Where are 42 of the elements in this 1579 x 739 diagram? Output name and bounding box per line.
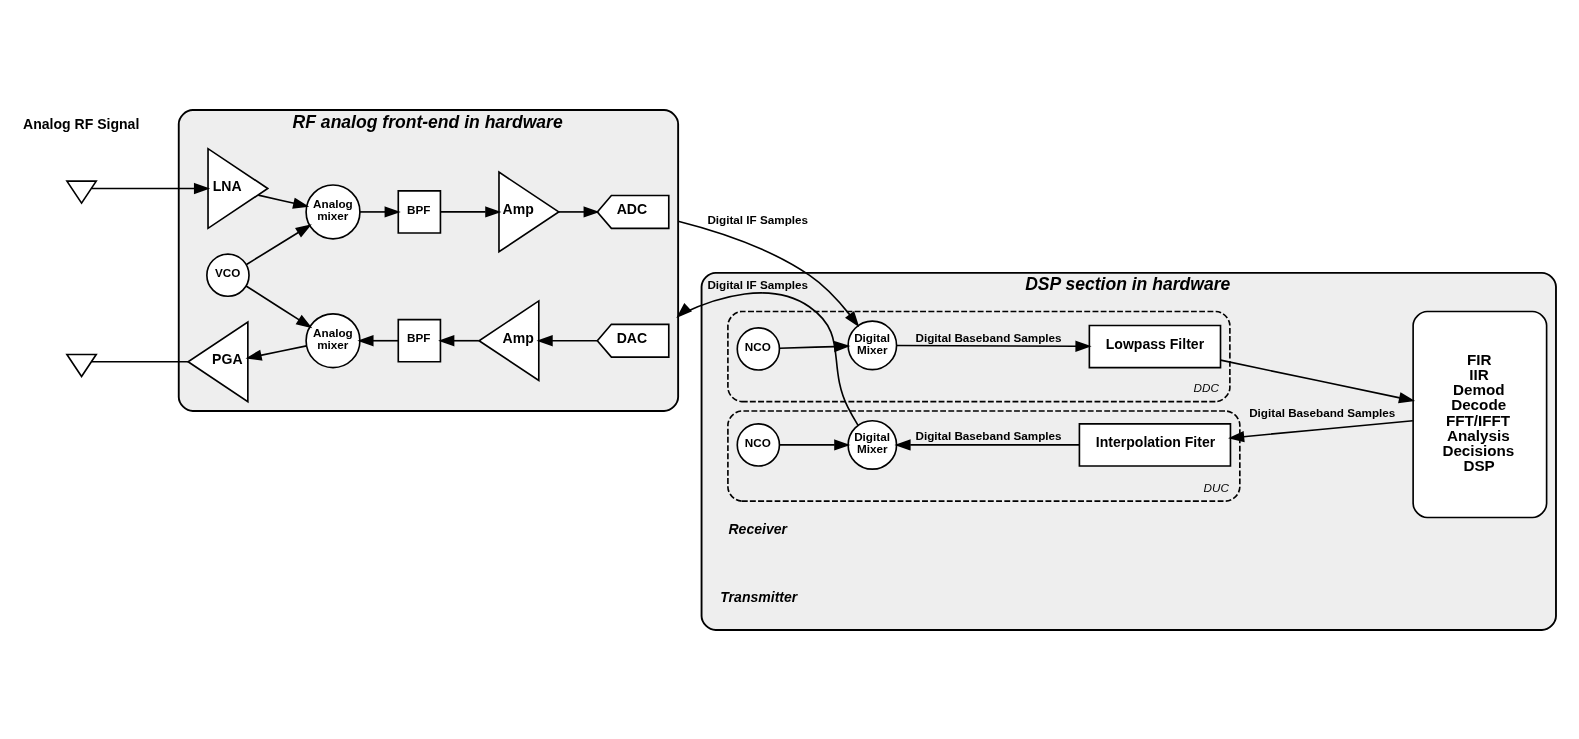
arrow xyxy=(359,205,401,218)
arrow xyxy=(894,438,1081,451)
edge-label: Digital Baseband Samples xyxy=(915,330,1062,344)
node-box: FIR IIR Demod Decode FFT/IFFT Analysis Decisions DSP xyxy=(1412,310,1548,518)
edge-label: Digital Baseband Samples xyxy=(1249,405,1396,419)
node-circle: Digital Mixer xyxy=(847,419,898,470)
connector xyxy=(90,360,189,363)
node-circle: Analog mixer xyxy=(305,183,361,240)
node-box: BPF xyxy=(397,189,442,234)
arrow xyxy=(1219,358,1416,403)
node-box: Lowpass Filter xyxy=(1088,324,1222,368)
node-circle: Analog mixer xyxy=(305,312,361,368)
arrow xyxy=(245,284,313,328)
arrow xyxy=(677,219,860,327)
arrow xyxy=(439,205,502,218)
edge-label: Digital Baseband Samples xyxy=(915,428,1062,442)
arrow xyxy=(245,344,308,361)
arrow xyxy=(778,438,851,451)
arrow xyxy=(778,340,851,352)
edge-label: Digital IF Samples xyxy=(707,212,809,226)
node-box: BPF xyxy=(397,318,442,363)
arrow xyxy=(245,223,312,265)
node-box: Interpolation Fiter xyxy=(1078,422,1232,467)
label: Receiver xyxy=(728,520,788,537)
label: Transmitter xyxy=(720,588,798,605)
arrow xyxy=(896,340,1092,352)
node-antenna xyxy=(65,353,98,378)
node-circle: NCO xyxy=(736,326,781,371)
arrow xyxy=(536,334,598,346)
node-antenna xyxy=(65,179,98,205)
arrow xyxy=(90,182,211,194)
arrow xyxy=(558,205,600,218)
node-circle: VCO xyxy=(206,252,250,297)
node-circle: NCO xyxy=(736,422,781,467)
arrow xyxy=(676,291,859,426)
arrow xyxy=(357,334,400,346)
arrow xyxy=(257,193,310,209)
arrow xyxy=(438,334,480,346)
edge-label: Digital IF Samples xyxy=(707,277,809,291)
label: Analog RF Signal xyxy=(23,115,140,132)
arrow xyxy=(1228,419,1414,442)
node-circle: Digital Mixer xyxy=(847,319,898,370)
